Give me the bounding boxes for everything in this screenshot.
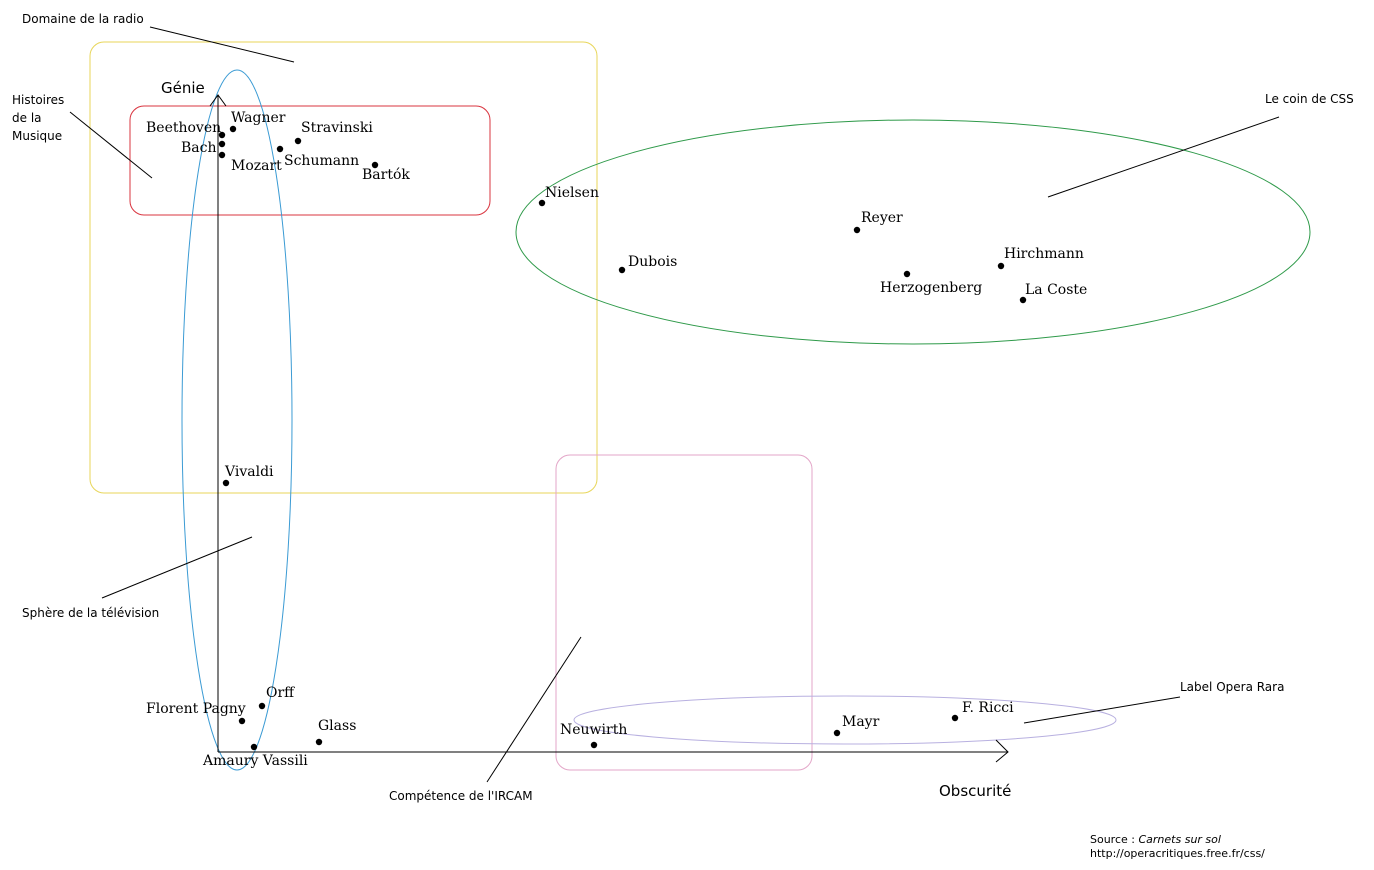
zone-css-label: Le coin de CSS	[1265, 92, 1354, 106]
zone-histoires-label-line3: Musique	[12, 129, 62, 143]
point-bartok-label: Bartók	[362, 167, 410, 183]
point-neuwirth-dot	[590, 741, 598, 749]
point-mozart-dot	[218, 151, 226, 159]
zone-opera-rara-label: Label Opera Rara	[1180, 680, 1284, 694]
zone-television-ellipse	[181, 69, 293, 771]
point-f-ricci-dot	[951, 714, 959, 722]
leader-opera-rara	[1023, 696, 1181, 724]
leader-radio	[149, 26, 295, 63]
point-glass-dot	[315, 738, 323, 746]
y-axis-label: Génie	[161, 79, 205, 97]
leader-histoires	[69, 111, 153, 179]
source-line: Source : Carnets sur sol	[1090, 833, 1221, 846]
point-dubois-label: Dubois	[628, 254, 677, 270]
zone-radio-box	[89, 41, 598, 494]
point-amaury-vassili-dot	[250, 743, 258, 751]
point-beethoven-label: Beethoven	[146, 120, 221, 136]
zone-radio-label: Domaine de la radio	[22, 12, 144, 26]
point-la-coste-dot	[1019, 296, 1027, 304]
point-florent-pagny-label: Florent Pagny	[146, 701, 246, 717]
point-schumann-label: Schumann	[284, 153, 359, 169]
point-bach-dot	[218, 140, 226, 148]
point-hirchmann-label: Hirchmann	[1004, 246, 1084, 262]
y-axis-arrowhead	[209, 94, 227, 107]
axes	[209, 94, 1009, 763]
point-bartok-dot	[371, 161, 379, 169]
point-nielsen-label: Nielsen	[545, 185, 599, 201]
point-herzogenberg-dot	[903, 270, 911, 278]
point-amaury-vassili-label: Amaury Vassili	[202, 753, 308, 769]
leader-ircam	[486, 636, 582, 783]
point-wagner-label: Wagner	[231, 110, 286, 126]
zone-television-label: Sphère de la télévision	[22, 606, 159, 620]
point-la-coste-label: La Coste	[1025, 282, 1087, 298]
zone-opera-rara-ellipse	[573, 695, 1117, 745]
leader-television	[101, 536, 253, 599]
point-stravinski-label: Stravinski	[301, 120, 373, 136]
source-url: http://operacritiques.free.fr/css/	[1090, 847, 1265, 860]
point-dubois-dot	[618, 266, 626, 274]
point-mayr-dot	[833, 729, 841, 737]
point-florent-pagny-dot	[238, 717, 246, 725]
point-schumann-dot	[276, 145, 284, 153]
source-title: Carnets sur sol	[1138, 833, 1220, 846]
x-axis-label: Obscurité	[939, 782, 1011, 800]
x-axis-arrowhead	[995, 739, 1009, 763]
point-neuwirth-label: Neuwirth	[560, 722, 627, 738]
point-mayr-label: Mayr	[842, 714, 880, 730]
point-vivaldi-label: Vivaldi	[224, 464, 274, 480]
point-glass-label: Glass	[318, 718, 356, 734]
point-nielsen-dot	[538, 199, 546, 207]
point-beethoven-dot	[218, 131, 226, 139]
point-vivaldi-dot	[222, 479, 230, 487]
point-orff-dot	[258, 702, 266, 710]
zone-css-ellipse	[515, 119, 1311, 345]
point-stravinski-dot	[294, 137, 302, 145]
point-reyer-dot	[853, 226, 861, 234]
point-herzogenberg-label: Herzogenberg	[880, 280, 982, 296]
zone-ircam-label: Compétence de l'IRCAM	[389, 789, 533, 803]
zone-histoires-label-line2: de la	[12, 111, 42, 125]
point-orff-label: Orff	[266, 685, 295, 701]
zone-histoires-label-line1: Histoires	[12, 93, 64, 107]
point-reyer-label: Reyer	[861, 210, 903, 226]
leader-lines	[69, 26, 1280, 783]
point-f-ricci-label: F. Ricci	[962, 700, 1014, 716]
point-wagner-dot	[229, 125, 237, 133]
point-mozart-label: Mozart	[231, 158, 282, 174]
leader-css	[1047, 116, 1280, 198]
point-hirchmann-dot	[997, 262, 1005, 270]
point-bach-label: Bach	[181, 140, 217, 156]
zone-ircam-box	[555, 454, 813, 771]
source-prefix: Source :	[1090, 833, 1138, 846]
